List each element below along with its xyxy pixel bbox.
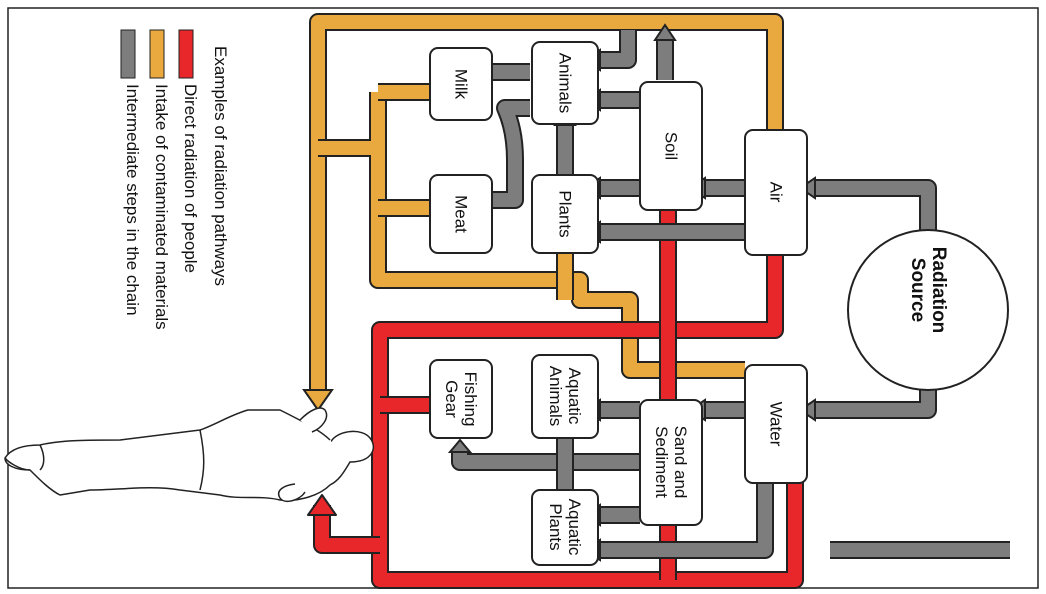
animals-label: Animals xyxy=(556,53,575,113)
legend-label-intake: Intake of contaminated materials xyxy=(151,84,171,330)
meat-label: Meat xyxy=(452,195,471,233)
milk-label: Milk xyxy=(452,69,471,99)
plants-label: Plants xyxy=(556,190,575,237)
person-figure xyxy=(5,408,373,501)
legend-swatch-gray xyxy=(121,30,135,78)
water-label: Water xyxy=(767,402,786,447)
air-label: Air xyxy=(767,182,786,203)
soil-label: Soil xyxy=(662,132,681,160)
legend-label-intermediate: Intermediate steps in the chain xyxy=(122,84,142,316)
aquatic-animals-label: Aquatic Animals xyxy=(546,366,584,426)
legend-swatch-red xyxy=(179,30,193,78)
legend-label-direct: Direct radiation of people xyxy=(180,84,200,273)
fishing-gear-label: Fishing Gear xyxy=(442,372,480,427)
radiation-source-label: Radiation Source xyxy=(907,247,949,334)
sand-sediment-label: Sand and Sediment xyxy=(652,426,690,499)
legend-swatches xyxy=(121,30,193,78)
legend-title: Examples of radiation pathways xyxy=(210,46,230,286)
legend-swatch-orange xyxy=(150,30,164,78)
intake-arrowhead xyxy=(304,390,332,410)
aquatic-plants-label: Aquatic Plants xyxy=(546,499,584,556)
